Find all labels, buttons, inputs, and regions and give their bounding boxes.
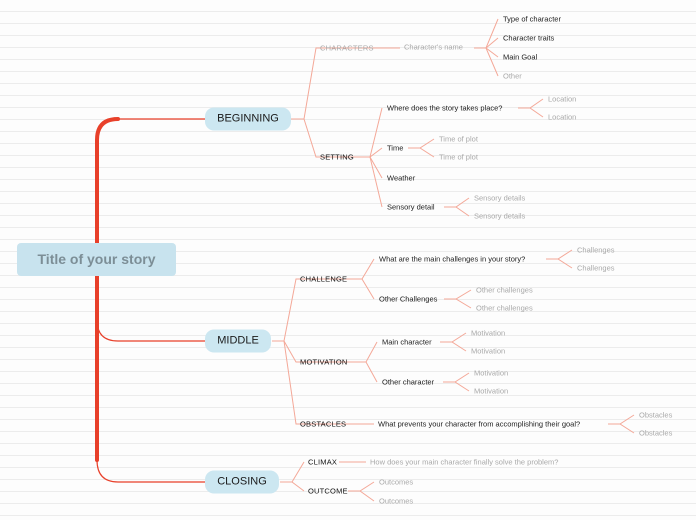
connector <box>352 361 378 383</box>
topic-prevents-goal[interactable]: What prevents your character from accomp… <box>378 419 581 429</box>
connector <box>408 138 435 149</box>
topic-time-of-plot-2[interactable]: Time of plot <box>439 152 478 162</box>
topic-motivation[interactable]: MOTIVATION <box>300 357 348 367</box>
connector <box>291 118 358 158</box>
topic-sensory-details-2[interactable]: Sensory details <box>474 211 526 221</box>
connector <box>608 423 635 434</box>
topic-other-challenges[interactable]: Other Challenges <box>379 294 438 304</box>
topic-sensory-details-1[interactable]: Sensory details <box>474 193 526 203</box>
connector <box>444 206 470 217</box>
connector <box>272 340 360 425</box>
connector <box>546 258 573 269</box>
connector <box>440 341 467 352</box>
connector <box>474 47 499 77</box>
topic-time-of-plot-1[interactable]: Time of plot <box>439 134 478 144</box>
root-topic[interactable]: Title of your story <box>17 243 176 276</box>
root-branch-middle <box>96 319 206 342</box>
topic-characters-name[interactable]: Character's name <box>404 42 463 52</box>
topic-where[interactable]: Where does the story takes place? <box>387 103 503 113</box>
topic-main-challenges[interactable]: What are the main challenges in your sto… <box>379 254 526 264</box>
connector <box>348 258 375 280</box>
connector <box>291 47 374 120</box>
branch-middle[interactable]: MIDDLE <box>205 329 271 353</box>
connector <box>608 414 635 425</box>
topic-location-2[interactable]: Location <box>548 112 577 122</box>
topic-obstacles-1[interactable]: Obstacles <box>639 410 673 420</box>
connector <box>408 147 435 158</box>
connector <box>443 381 470 392</box>
connector <box>280 481 305 492</box>
connector <box>358 107 383 158</box>
connector <box>348 490 375 502</box>
topic-other-challenges-1[interactable]: Other challenges <box>476 285 533 295</box>
branch-closing[interactable]: CLOSING <box>205 470 279 494</box>
topic-main-character[interactable]: Main character <box>382 337 432 347</box>
topic-setting[interactable]: SETTING <box>320 152 354 162</box>
topic-outcome[interactable]: OUTCOME <box>308 486 348 496</box>
topic-challenges-1[interactable]: Challenges <box>577 245 615 255</box>
topic-other-character[interactable]: Other character <box>382 377 435 387</box>
topic-time[interactable]: Time <box>387 143 404 153</box>
topic-outcomes-2[interactable]: Outcomes <box>379 496 414 506</box>
connector <box>546 249 573 260</box>
connector <box>348 278 375 300</box>
topic-climax[interactable]: CLIMAX <box>308 457 338 467</box>
connector <box>272 278 360 342</box>
connector <box>358 156 383 208</box>
topic-motivation-3[interactable]: Motivation <box>474 368 509 378</box>
topic-other[interactable]: Other <box>503 71 522 81</box>
connector <box>474 37 499 49</box>
topic-obstacles-2[interactable]: Obstacles <box>639 428 673 438</box>
connector <box>358 156 383 179</box>
root-branch-closing <box>96 459 206 483</box>
topic-other-challenges-2[interactable]: Other challenges <box>476 303 533 313</box>
topic-outcomes-1[interactable]: Outcomes <box>379 477 414 487</box>
topic-location-1[interactable]: Location <box>548 94 577 104</box>
topic-obstacles[interactable]: OBSTACLES <box>300 419 347 429</box>
connector <box>474 18 499 49</box>
topic-motivation-1[interactable]: Motivation <box>471 328 506 338</box>
topic-character-traits[interactable]: Character traits <box>503 33 555 43</box>
topic-type-of-character[interactable]: Type of character <box>503 14 561 24</box>
topic-sensory-detail[interactable]: Sensory detail <box>387 202 435 212</box>
topic-motivation-4[interactable]: Motivation <box>474 386 509 396</box>
connector <box>518 98 544 109</box>
connector <box>444 298 472 309</box>
connector <box>474 47 499 58</box>
topic-characters[interactable]: CHARACTERS <box>320 43 374 53</box>
root-trunk <box>95 117 120 462</box>
connector <box>280 461 305 483</box>
connector <box>443 372 470 383</box>
connector <box>518 107 544 118</box>
connector <box>352 341 378 363</box>
connector <box>444 197 470 208</box>
branch-beginning[interactable]: BEGINNING <box>205 107 291 131</box>
topic-solve-problem[interactable]: How does your main character finally sol… <box>370 457 559 467</box>
topic-challenge[interactable]: CHALLENGE <box>300 274 348 284</box>
topic-weather[interactable]: Weather <box>387 173 416 183</box>
topic-challenges-2[interactable]: Challenges <box>577 263 615 273</box>
topic-motivation-2[interactable]: Motivation <box>471 346 506 356</box>
topic-main-goal[interactable]: Main Goal <box>503 52 538 62</box>
connector <box>444 289 472 300</box>
connector <box>440 332 467 343</box>
connector <box>348 481 375 492</box>
